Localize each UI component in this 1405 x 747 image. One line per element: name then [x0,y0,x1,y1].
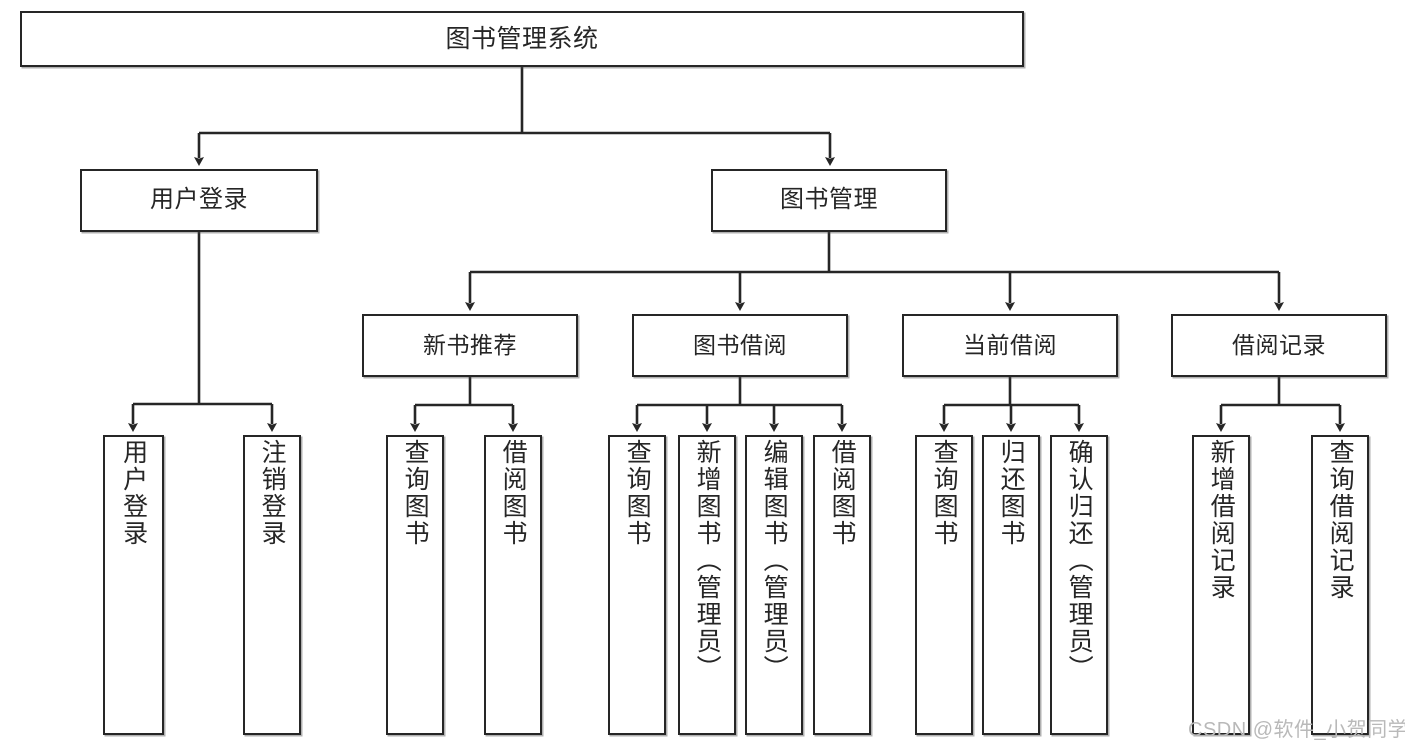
node-l2-label: 当前借阅 [963,331,1057,358]
node-leaf-label: 归还图书 [997,439,1026,547]
node-leaf-确认归还管理员[interactable]: 确认归还（管理员） [1050,435,1108,735]
connector-group-user-login [128,232,277,432]
connector-group-book-management [465,232,1284,311]
node-leaf-归还图书[interactable]: 归还图书 [982,435,1040,735]
node-l2-label: 图书借阅 [693,331,787,358]
connector-group-book-borrow [632,377,847,432]
node-l1-label: 图书管理 [780,186,878,214]
connector-group-new-book [410,377,518,432]
node-l2-label: 借阅记录 [1232,331,1326,358]
node-leaf-label: 查询图书 [930,439,959,547]
connector-group-current-borrow [939,377,1084,432]
node-leaf-用户登录[interactable]: 用户登录 [103,435,164,735]
node-l2-图书借阅[interactable]: 图书借阅 [632,314,848,377]
connector-group-borrow-record [1216,377,1345,432]
node-leaf-label: 借阅图书 [499,439,528,547]
node-l1-图书管理[interactable]: 图书管理 [711,169,947,232]
node-leaf-label: 查询借阅记录 [1326,439,1355,601]
node-leaf-label: 确认归还（管理员） [1065,439,1094,682]
node-leaf-label: 查询图书 [401,439,430,547]
node-leaf-label: 查询图书 [623,439,652,547]
node-leaf-编辑图书管理员[interactable]: 编辑图书（管理员） [745,435,803,735]
node-leaf-label: 新增借阅记录 [1207,439,1236,601]
node-leaf-注销登录[interactable]: 注销登录 [243,435,301,735]
node-leaf-查询图书[interactable]: 查询图书 [608,435,666,735]
node-l2-新书推荐[interactable]: 新书推荐 [362,314,578,377]
node-leaf-借阅图书[interactable]: 借阅图书 [813,435,871,735]
node-l1-用户登录[interactable]: 用户登录 [80,169,318,232]
node-leaf-新增图书管理员[interactable]: 新增图书（管理员） [678,435,736,735]
node-l2-当前借阅[interactable]: 当前借阅 [902,314,1118,377]
node-root-label: 图书管理系统 [445,25,599,53]
node-leaf-新增借阅记录[interactable]: 新增借阅记录 [1192,435,1250,735]
connector-group-root [194,67,835,166]
node-leaf-label: 用户登录 [119,439,148,547]
node-leaf-label: 注销登录 [258,439,287,547]
node-leaf-label: 借阅图书 [828,439,857,547]
node-leaf-借阅图书[interactable]: 借阅图书 [484,435,542,735]
node-l2-label: 新书推荐 [423,331,517,358]
node-l2-借阅记录[interactable]: 借阅记录 [1171,314,1387,377]
node-l1-label: 用户登录 [150,186,248,214]
node-leaf-查询借阅记录[interactable]: 查询借阅记录 [1311,435,1369,735]
node-leaf-查询图书[interactable]: 查询图书 [386,435,444,735]
node-root-system[interactable]: 图书管理系统 [20,11,1024,67]
node-leaf-label: 编辑图书（管理员） [760,439,789,682]
node-leaf-查询图书[interactable]: 查询图书 [915,435,973,735]
node-leaf-label: 新增图书（管理员） [693,439,722,682]
